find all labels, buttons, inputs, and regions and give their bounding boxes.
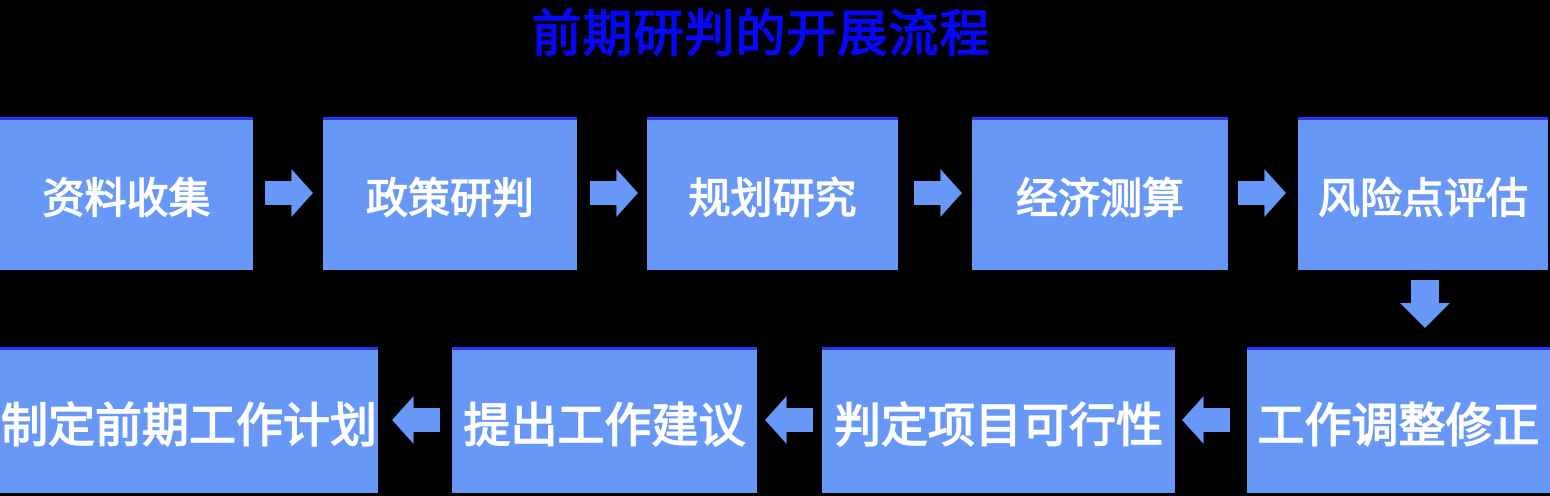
arrow-right-icon xyxy=(590,169,638,217)
box-risk-assessment: 风险点评估 xyxy=(1298,117,1548,270)
box-data-collection: 资料收集 xyxy=(0,117,253,270)
arrow-left-icon xyxy=(1182,396,1230,444)
box-work-suggestions: 提出工作建议 xyxy=(452,347,757,493)
arrow-right-icon xyxy=(265,169,313,217)
box-policy-analysis: 政策研判 xyxy=(323,117,577,270)
box-feasibility-determination: 判定项目可行性 xyxy=(822,347,1175,493)
arrow-right-icon xyxy=(914,169,962,217)
box-work-adjustment: 工作调整修正 xyxy=(1247,347,1550,493)
arrow-right-icon xyxy=(1238,169,1286,217)
arrow-left-icon xyxy=(765,396,813,444)
arrow-left-icon xyxy=(392,396,440,444)
box-planning-research: 规划研究 xyxy=(647,117,898,270)
box-preliminary-work-plan: 制定前期工作计划 xyxy=(0,347,378,493)
box-economic-calculation: 经济测算 xyxy=(972,117,1228,270)
page-title: 前期研判的开展流程 xyxy=(531,6,991,62)
arrow-down-icon xyxy=(1400,280,1450,328)
